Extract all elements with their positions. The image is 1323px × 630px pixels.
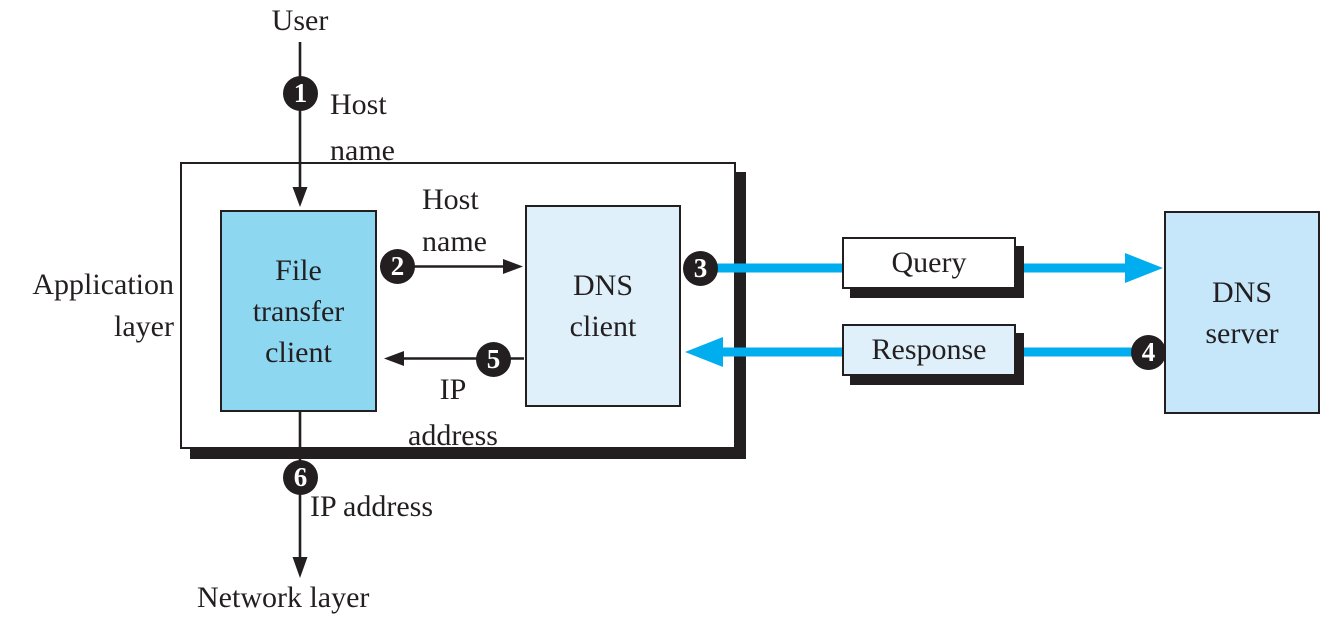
step5-badge: 5 [476, 342, 511, 377]
dns-client-label: DNS client [569, 269, 637, 343]
file-transfer-client-box: File transfer client [220, 210, 377, 412]
response-label: Response [871, 333, 987, 366]
file-transfer-client-label: File transfer client [252, 253, 345, 369]
step3-number: 3 [693, 253, 708, 283]
dns-server-box: DNS server [1164, 211, 1320, 414]
application-layer-label: Application layer [32, 268, 174, 343]
step4-badge: 4 [1131, 335, 1166, 370]
step6-badge: 6 [283, 460, 318, 495]
step5-number: 5 [486, 344, 501, 374]
query-message-box: Query [842, 237, 1016, 289]
step1-host-name-label: Host name [330, 88, 395, 167]
step2-badge: 2 [380, 249, 415, 284]
step2-host-name-label: Host name [422, 183, 487, 258]
user-label: User [271, 4, 329, 37]
step1-badge: 1 [283, 76, 318, 111]
query-label: Query [891, 246, 967, 279]
step1-number: 1 [293, 78, 308, 108]
step4-number: 4 [1141, 337, 1156, 367]
step6-number: 6 [293, 462, 308, 492]
step3-badge: 3 [683, 251, 718, 286]
dns-client-box: DNS client [525, 205, 681, 407]
response-message-box: Response [842, 324, 1016, 376]
network-layer-label: Network layer [197, 581, 370, 614]
step5-ip-address-label: IP address [408, 373, 498, 452]
dns-server-label: DNS server [1205, 275, 1279, 350]
step6-ip-address-label: IP address [310, 490, 434, 523]
step2-number: 2 [390, 251, 405, 281]
